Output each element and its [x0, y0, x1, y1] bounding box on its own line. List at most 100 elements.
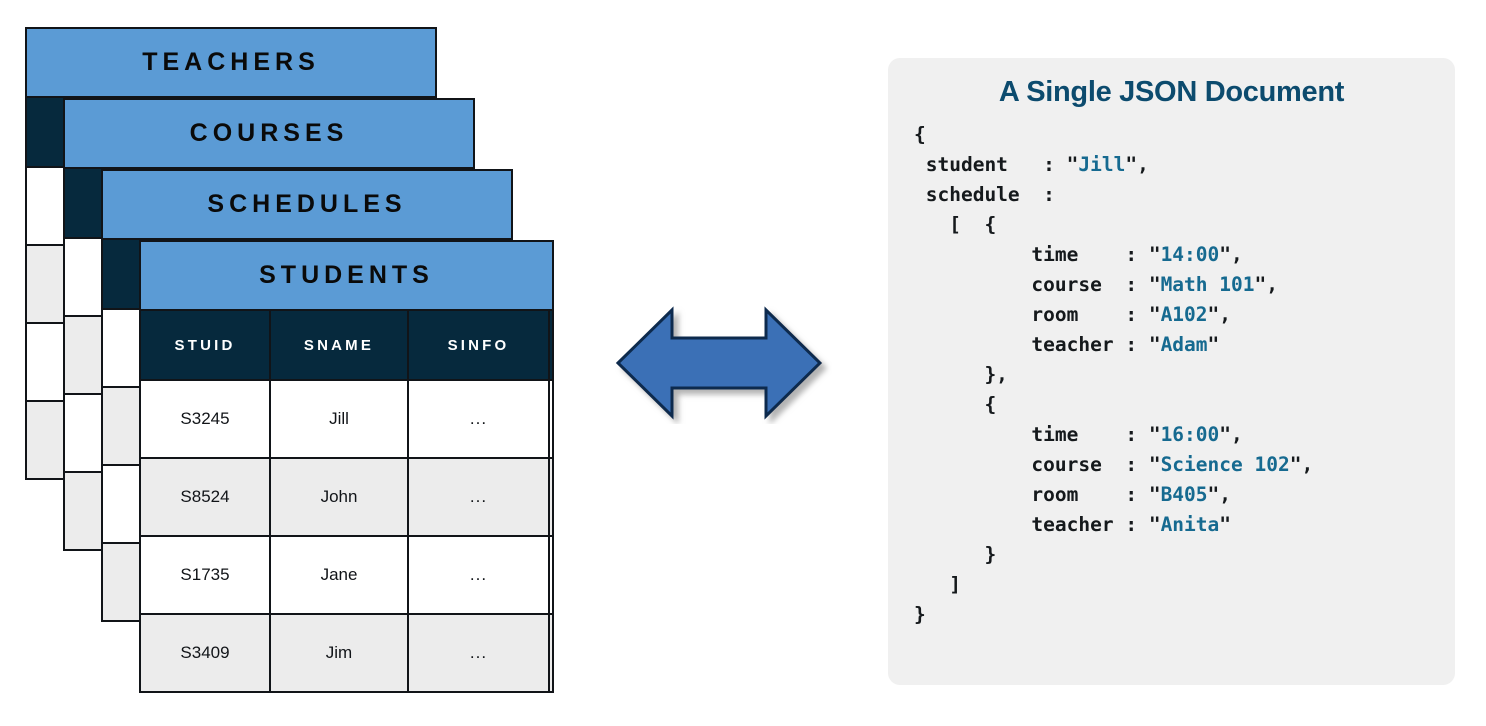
- json-punctuation: ": [1148, 333, 1161, 356]
- table-cell: ...: [407, 613, 550, 693]
- table-cell-value: ...: [469, 565, 488, 584]
- table-cell-value: S1735: [180, 565, 230, 584]
- json-punctuation: }: [914, 603, 926, 626]
- json-punctuation: teacher :: [914, 513, 1149, 536]
- json-line: {: [914, 120, 1313, 150]
- table-cell: Jill: [269, 379, 409, 459]
- table-cell-value: S3245: [180, 409, 230, 428]
- json-line: },: [914, 360, 1313, 390]
- table-cell-value: ...: [469, 409, 488, 428]
- table-cell-value: Jane: [320, 565, 358, 584]
- json-punctuation: ": [1219, 513, 1232, 536]
- column-header-sname: SNAME: [269, 309, 409, 381]
- json-line: }: [914, 540, 1313, 570]
- json-punctuation: },: [914, 363, 1008, 386]
- table-title-bar: SCHEDULES: [101, 169, 513, 240]
- arrow-shape: [615, 306, 823, 420]
- json-punctuation: course :: [914, 273, 1149, 296]
- json-punctuation: time :: [914, 243, 1149, 266]
- json-value: Jill: [1078, 153, 1126, 176]
- json-punctuation: schedule :: [914, 183, 1055, 206]
- json-line: time : "14:00",: [914, 240, 1313, 270]
- json-line: teacher : "Adam": [914, 330, 1313, 360]
- table-cell-value: S8524: [180, 487, 230, 506]
- json-value: 14:00: [1160, 243, 1220, 266]
- json-punctuation: teacher :: [914, 333, 1149, 356]
- json-punctuation: {: [914, 393, 997, 416]
- table-cell: ...: [407, 379, 550, 459]
- json-punctuation: ": [1148, 513, 1161, 536]
- json-line: room : "A102",: [914, 300, 1313, 330]
- table-title-label: COURSES: [189, 119, 349, 147]
- column-header-label: SNAME: [303, 336, 375, 354]
- table-cell: Jane: [269, 535, 409, 615]
- json-punctuation: {: [914, 123, 926, 146]
- json-punctuation: ",: [1207, 303, 1232, 326]
- bidirectional-arrow: [614, 302, 832, 424]
- table-cell-value: S3409: [180, 643, 230, 662]
- json-value: Math 101: [1160, 273, 1255, 296]
- table-title-bar: TEACHERS: [25, 27, 437, 98]
- json-line: schedule :: [914, 180, 1313, 210]
- json-value: B405: [1160, 483, 1208, 506]
- json-line: teacher : "Anita": [914, 510, 1313, 540]
- json-punctuation: ",: [1254, 273, 1278, 296]
- column-header-sinfo: SINFO: [407, 309, 550, 381]
- json-punctuation: [ {: [914, 213, 997, 236]
- json-punctuation: ",: [1219, 423, 1243, 446]
- json-punctuation: student :: [914, 153, 1067, 176]
- json-value: A102: [1160, 303, 1208, 326]
- table-title-bar: STUDENTS: [139, 240, 554, 311]
- table-cell-value: John: [320, 487, 358, 506]
- table-cell-value: Jim: [325, 643, 353, 662]
- json-punctuation: ": [1148, 303, 1161, 326]
- json-line: course : "Science 102",: [914, 450, 1313, 480]
- json-line: course : "Math 101",: [914, 270, 1313, 300]
- json-punctuation: ": [1148, 453, 1161, 476]
- json-line: }: [914, 600, 1313, 630]
- table-title-label: TEACHERS: [142, 48, 320, 76]
- json-line: room : "B405",: [914, 480, 1313, 510]
- table-cell-value: ...: [469, 643, 488, 662]
- json-line: ]: [914, 570, 1313, 600]
- column-header-stuid: STUID: [139, 309, 271, 381]
- column-header-label: SINFO: [447, 336, 510, 354]
- table-cell: S1735: [139, 535, 271, 615]
- json-punctuation: ": [1148, 273, 1161, 296]
- json-line: [ {: [914, 210, 1313, 240]
- table-cell: ...: [407, 457, 550, 537]
- table-cell: S8524: [139, 457, 271, 537]
- json-punctuation: ": [1148, 243, 1161, 266]
- json-value: Anita: [1160, 513, 1220, 536]
- json-punctuation: ",: [1207, 483, 1232, 506]
- table-title-label: SCHEDULES: [207, 190, 407, 218]
- json-punctuation: room :: [914, 303, 1149, 326]
- json-punctuation: ": [1207, 333, 1220, 356]
- table-cell: S3245: [139, 379, 271, 459]
- json-punctuation: ",: [1289, 453, 1314, 476]
- table-cell: S3409: [139, 613, 271, 693]
- json-value: 16:00: [1160, 423, 1220, 446]
- json-panel-title: A Single JSON Document: [998, 76, 1345, 108]
- json-punctuation: ]: [914, 573, 961, 596]
- json-punctuation: ": [1148, 483, 1161, 506]
- json-punctuation: }: [914, 543, 997, 566]
- json-punctuation: ",: [1219, 243, 1243, 266]
- json-value: Science 102: [1160, 453, 1290, 476]
- table-cell-value: ...: [469, 487, 488, 506]
- table-title-bar: COURSES: [63, 98, 475, 169]
- table-title-label: STUDENTS: [259, 261, 434, 289]
- table-cell-value: Jill: [329, 409, 349, 428]
- table-cell: Jim: [269, 613, 409, 693]
- json-punctuation: time :: [914, 423, 1149, 446]
- json-punctuation: ",: [1125, 153, 1149, 176]
- json-code-block: { student : "Jill", schedule : [ { time …: [914, 120, 1313, 630]
- json-line: student : "Jill",: [914, 150, 1313, 180]
- json-value: Adam: [1160, 333, 1208, 356]
- json-document-panel: A Single JSON Document { student : "Jill…: [888, 58, 1455, 685]
- json-punctuation: course :: [914, 453, 1149, 476]
- json-line: time : "16:00",: [914, 420, 1313, 450]
- json-line: {: [914, 390, 1313, 420]
- json-punctuation: room :: [914, 483, 1149, 506]
